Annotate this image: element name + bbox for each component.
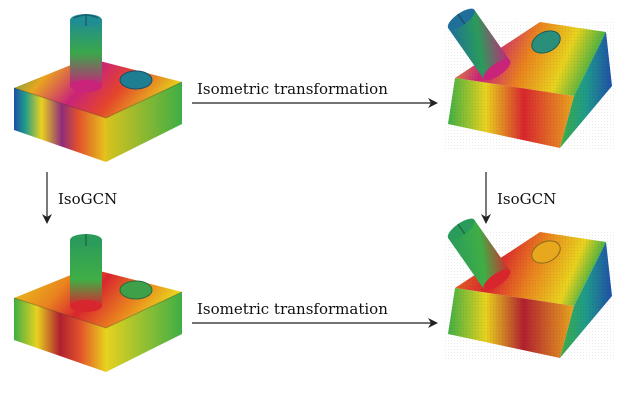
isogcn-arrow-left bbox=[42, 172, 52, 224]
mesh-transformed-input bbox=[445, 5, 615, 150]
isogcn-arrow-right bbox=[481, 172, 491, 224]
mesh-output-original bbox=[14, 234, 182, 372]
transform-label-top: Isometric transformation bbox=[197, 80, 388, 98]
mesh-output-transformed bbox=[445, 215, 615, 360]
isogcn-label-left: IsoGCN bbox=[58, 190, 117, 208]
transform-label-bottom: Isometric transformation bbox=[197, 300, 388, 318]
transform-arrow-bottom bbox=[192, 318, 438, 328]
transform-arrow-top bbox=[192, 98, 438, 108]
isogcn-label-right: IsoGCN bbox=[497, 190, 556, 208]
mesh-original-input bbox=[14, 14, 182, 162]
